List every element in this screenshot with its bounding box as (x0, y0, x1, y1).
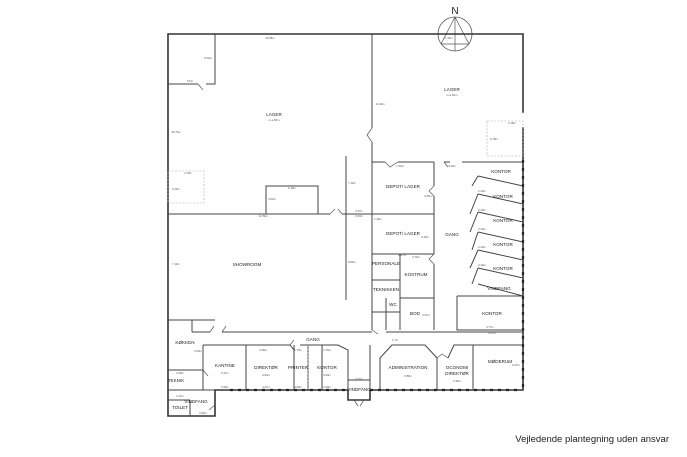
kontor-h5-label: 2.40m (478, 263, 486, 267)
vindfang-c-label: 3.77m (355, 377, 363, 381)
oconomi-h-label: 3.46m (453, 379, 461, 383)
room-kantine: KANTINE (215, 363, 235, 368)
top-right-label: 17.49m (443, 36, 453, 40)
kontor-b-h-label: 3.09m (323, 373, 331, 377)
top-left-label: 33.86m (265, 36, 275, 40)
bottom-1-label: 4.47m (262, 385, 270, 389)
room-depot-2: DEPOT/ LAGER (386, 231, 421, 236)
kontor-h4-label: 2.40m (478, 245, 486, 249)
pers-w-label: 1.07m (398, 253, 406, 257)
room-vindfang-left: VINDFANG (184, 399, 208, 404)
room-depot-1: DEPOT/ LAGER (386, 184, 421, 189)
box-left-h-label: 6.10m (172, 187, 180, 191)
box-right-w-label: 6.18m (508, 121, 516, 125)
room-gang-right: GANG (445, 232, 459, 237)
room-kontor-4: KONTOR (493, 242, 513, 247)
room-direktor: DIREKTØR (254, 365, 278, 370)
room-kontor-big: KONTOR (482, 311, 502, 316)
room-labels: LAGER m.a.60m LAGER m.a.60m DEPOT/ LAGER… (168, 87, 514, 410)
room-modrum: MØDERUM (488, 359, 512, 364)
room-printer: PRINTER (288, 365, 309, 370)
center-v-label: 14.40m (375, 102, 385, 106)
room-showroom: SHOWROOM (233, 262, 262, 267)
room-kostrum: KOSTRUM (405, 272, 428, 277)
compass-icon: N (437, 6, 473, 52)
bod-h-label: 3.37m (422, 313, 430, 317)
small-room-h-label: 5.04m (204, 56, 212, 60)
room-personale: PERSONALE (372, 261, 400, 266)
depot2-h-label: 1.46m (374, 217, 382, 221)
kontor-h3-label: 2.40m (478, 227, 486, 231)
kost-w-label: 4.70m (412, 255, 420, 259)
room-teknik: TEKNIK (168, 378, 186, 383)
direktor-h-label: 3.84m (262, 373, 270, 377)
interior-walls (168, 34, 524, 416)
small-room-w-label: 5.5m (187, 79, 194, 83)
mid-1-label: 3.57m (355, 209, 363, 213)
room-teknikken: TEKNIKKEN (373, 287, 399, 292)
small-box-w-label: 6.18m (288, 186, 296, 190)
gang-w-label: 4.20m (448, 164, 456, 168)
box-left-w-label: 4.70m (184, 171, 192, 175)
teknik-w-label: 2.08m (176, 371, 184, 375)
room-toilet: TOILET (172, 405, 188, 410)
toilet-w-label: 1.27m (176, 394, 184, 398)
room-bod: BOD (410, 311, 421, 316)
showroom-h-label: 7.19m (172, 262, 180, 266)
room-kontor-1: KONTOR (491, 169, 511, 174)
direktor-w-label: 3.38m (259, 348, 267, 352)
lager-left-area-label: m.a.60m (269, 118, 281, 122)
showroom-top-label: 11.59m (258, 214, 268, 218)
kontor-big-w-label: 4.77m (486, 325, 494, 329)
box-right-h-label: 6.78m (490, 137, 498, 141)
left-height-label: 26.79m (171, 130, 181, 134)
depot-h-label: 3.80m (424, 194, 432, 198)
printer-w-label: 1.75m (294, 348, 302, 352)
kantine-w-label: 5.56m (221, 385, 229, 389)
doors (197, 83, 449, 411)
room-gang-main: GANG (306, 337, 320, 342)
room-oconomi: OCONOMI (446, 365, 468, 370)
room-lager-left: LAGER (266, 112, 282, 117)
disclaimer-text: Vejledende plantegning uden ansvar (515, 434, 669, 445)
kantine-h-label: 6.47m (221, 371, 229, 375)
room-kontor-3: KONTOR (493, 218, 513, 223)
room-kontor-2: KONTOR (493, 194, 513, 199)
v-880-label: 8.80m (348, 260, 356, 264)
kontor-big-w2-label: 5.07m (488, 331, 496, 335)
kontor-h1-label: 2.40m (478, 189, 486, 193)
vindfang-l-label: 3.29m (199, 411, 207, 415)
small-box-h-label: 3.03m (268, 197, 276, 201)
outer-walls (167, 33, 525, 417)
bottom-3-label: 4.29m (323, 385, 331, 389)
kontor-b-w-label: 2.79m (323, 348, 331, 352)
lager-right-area-label: m.a.60m (447, 93, 459, 97)
admin-h-label: 3.86m (404, 374, 412, 378)
dimension-labels: 33.86m 17.49m 26.79m 5.04m 5.5m 14.40m 4… (171, 36, 520, 415)
room-lager-right: LAGER (444, 87, 460, 92)
room-administration: ADMINISTRATION (389, 365, 428, 370)
modrum-h-label: 6.47m (512, 363, 520, 367)
room-vindfang-right: VINDFANG (487, 286, 511, 291)
kokken-h-label: 4.63m (194, 349, 202, 353)
bottom-2-label: 3.68m (294, 385, 302, 389)
dashed-areas (167, 120, 524, 390)
gang-len-label: 1.7m (392, 338, 399, 342)
compass-label: N (451, 6, 458, 17)
v-719-label: 7.19m (348, 181, 356, 185)
room-wc: WC (389, 302, 397, 307)
kontor-h2-label: 2.40m (478, 208, 486, 212)
depot2-r-label: 3.40m (421, 235, 429, 239)
mid-2-label: 3.63m (355, 214, 363, 218)
room-vindfang-center: VINDFANG (347, 387, 371, 392)
room-kokken: KØKKEN (175, 340, 194, 345)
depot-w-label: 7.33m (396, 164, 404, 168)
oconomi-2-label: DIREKTØR (445, 371, 469, 376)
room-kontor-bottom: KONTOR (317, 365, 337, 370)
room-kontor-5: KONTOR (493, 266, 513, 271)
